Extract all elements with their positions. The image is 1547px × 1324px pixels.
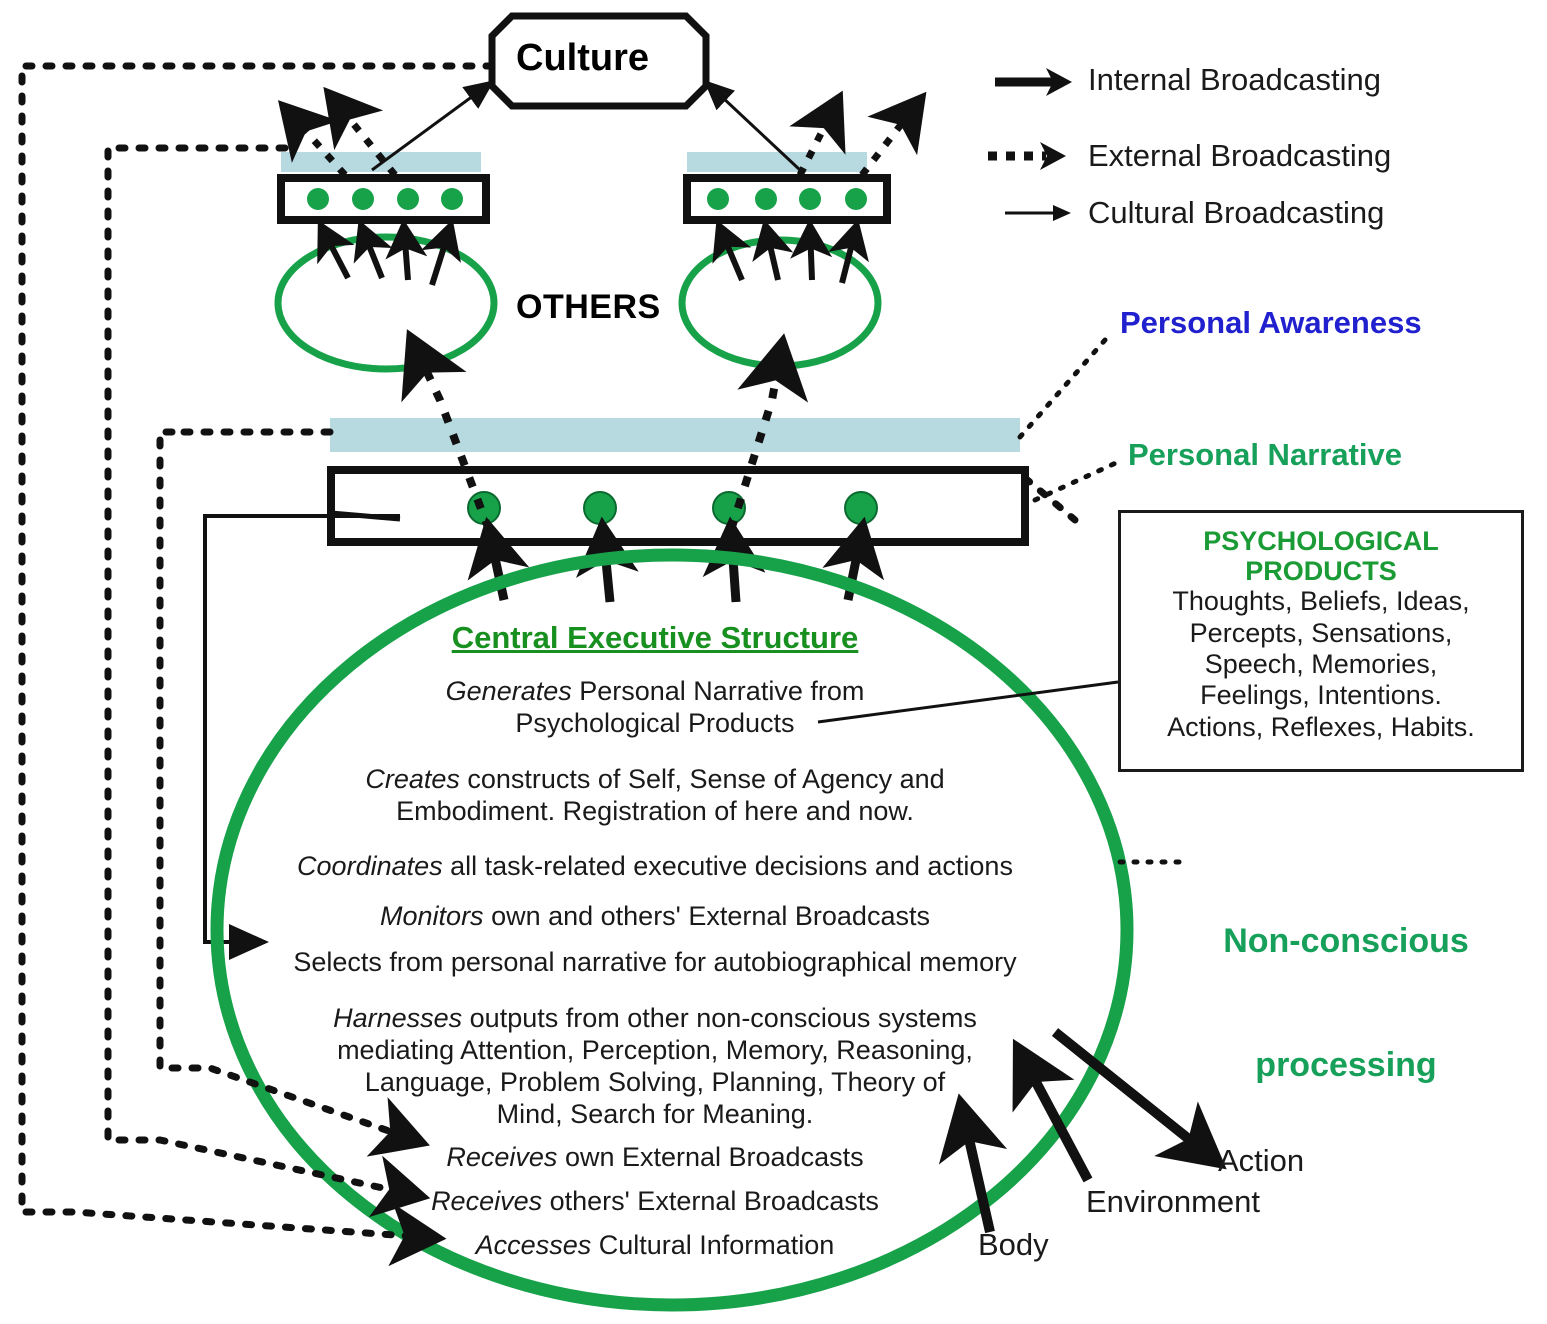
other-person-right [678, 79, 927, 370]
ces-verb: Receives [431, 1186, 543, 1217]
ces-function-coordinates: Coordinates all task-related executive d… [240, 851, 1070, 883]
ces-function-accesses: Accesses Cultural Information [240, 1230, 1070, 1262]
ces-rest: Personal Narrative from [571, 676, 865, 706]
psychological-products-box: PSYCHOLOGICAL PRODUCTS Thoughts, Beliefs… [1118, 510, 1524, 772]
central-executive-circle [210, 548, 1134, 1312]
external-broadcast-to-others [401, 329, 809, 532]
others-group-label: OTHERS [516, 288, 661, 326]
ces-rest: all task-related executive decisions and… [442, 851, 1013, 882]
psych-products-title-line-2: PRODUCTS [1245, 556, 1397, 587]
psych-products-item: Actions, Reflexes, Habits. [1167, 711, 1475, 742]
ces-verb: Generates [445, 676, 572, 706]
legend-glyphs [988, 68, 1072, 221]
body-environment-action-arrows [938, 1028, 1227, 1234]
ces-verb: Coordinates [297, 851, 443, 882]
ces-rest: own External Broadcasts [557, 1142, 864, 1173]
culture-node [488, 12, 710, 110]
legend-item-cultural-broadcasting-label: Cultural Broadcasting [1088, 195, 1385, 230]
legend-item-internal-broadcasting-label: Internal Broadcasting [1088, 62, 1381, 97]
ces-function-generates: Generates Personal Narrative from [240, 676, 1070, 708]
non-conscious-line-1: Non-conscious [1223, 921, 1469, 960]
ces-rest: constructs of Self, Sense of Agency and [459, 763, 945, 794]
ces-function-receives-others: Receives others' External Broadcasts [240, 1186, 1070, 1218]
action-label: Action [1218, 1143, 1305, 1178]
label-leader-lines [1017, 329, 1188, 865]
psych-products-item: Speech, Memories, [1204, 649, 1438, 680]
psych-products-title: PSYCHOLOGICAL PRODUCTS [1121, 526, 1521, 586]
ces-function-selects: Selects from personal narrative for auto… [293, 947, 1017, 978]
personal-awareness-bar [330, 418, 1020, 452]
ces-function-harnesses-detail-line: Language, Problem Solving, Planning, The… [364, 1066, 946, 1097]
ces-rest: own and others' External Broadcasts [483, 901, 930, 932]
environment-label: Environment [1086, 1184, 1261, 1219]
ces-function-harnesses: Harnesses outputs from other non-conscio… [240, 1003, 1070, 1035]
ces-function-creates-line2: Embodiment. Registration of here and now… [396, 795, 914, 826]
ces-verb: Accesses [475, 1230, 592, 1261]
personal-awareness-label: Personal Awareness [1120, 305, 1422, 340]
ces-verb: Creates [365, 763, 460, 794]
ces-rest: others' External Broadcasts [542, 1186, 879, 1217]
ces-function-receives-own: Receives own External Broadcasts [240, 1142, 1070, 1174]
ces-rest: outputs from other non-conscious systems [462, 1003, 977, 1034]
legend-item-external-broadcasting-label: External Broadcasting [1088, 138, 1392, 173]
psych-products-items: Thoughts, Beliefs, Ideas, Percepts, Sens… [1121, 586, 1521, 743]
ces-function-creates: Creates constructs of Self, Sense of Age… [240, 764, 1070, 796]
central-executive-text-block: Central Executive Structure Generates Pe… [240, 620, 1070, 1262]
ces-function-harnesses-detail-line: Mind, Search for Meaning. [496, 1098, 814, 1129]
psych-products-item: Thoughts, Beliefs, Ideas, [1172, 586, 1470, 617]
culture-node-label: Culture [516, 37, 649, 79]
autobiographical-memory-loop [203, 510, 401, 960]
psych-products-title-line-1: PSYCHOLOGICAL [1203, 526, 1439, 556]
non-conscious-line-2: processing [1255, 1046, 1437, 1085]
personal-narrative-label: Personal Narrative [1128, 437, 1402, 472]
ces-verb: Harnesses [333, 1003, 463, 1034]
personal-narrative-box [327, 466, 1029, 546]
external-broadcast-feedback-routes [18, 62, 1079, 1267]
ces-verb: Receives [446, 1142, 558, 1173]
ces-function-harnesses-detail: mediating Attention, Perception, Memory,… [240, 1035, 1070, 1131]
central-executive-title: Central Executive Structure [451, 620, 859, 655]
non-conscious-processing-label: Non-conscious processing [1186, 838, 1506, 1170]
psych-products-item: Feelings, Intentions. [1200, 680, 1442, 711]
ces-verb: Monitors [380, 901, 484, 932]
ces-function-generates-line2: Psychological Products [515, 707, 795, 738]
ces-function-harnesses-detail-line: mediating Attention, Perception, Memory,… [337, 1034, 973, 1065]
psych-products-leader-line [817, 680, 1119, 724]
ces-function-monitors: Monitors own and others' External Broadc… [240, 901, 1070, 933]
ces-rest: Cultural Information [591, 1230, 835, 1261]
psych-products-item: Percepts, Sensations, [1189, 617, 1453, 648]
body-label: Body [978, 1227, 1049, 1262]
other-person-left [274, 80, 498, 373]
